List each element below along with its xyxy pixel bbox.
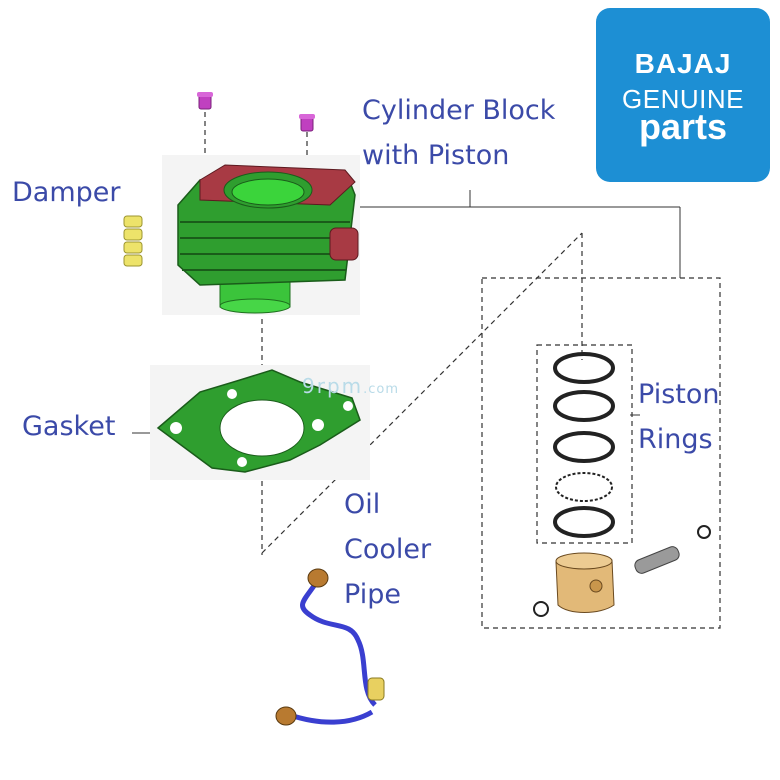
- bolt-left: [197, 92, 213, 110]
- cylinder-block-part: [162, 155, 360, 315]
- damper-label: Damper: [12, 177, 121, 208]
- gasket-label: Gasket: [22, 411, 116, 442]
- watermark-tld: .com: [363, 382, 400, 397]
- bolt-right: [299, 114, 315, 132]
- logo-parts: parts: [638, 106, 728, 147]
- oil-cooler-pipe-part: [275, 568, 385, 726]
- rings-label-line1: Piston: [638, 379, 720, 410]
- dashed-guides: [204, 112, 721, 629]
- bajaj-genuine-parts-logo: BAJAJ GENUINE parts: [596, 8, 770, 182]
- rings-label-line2: Rings: [638, 424, 713, 455]
- watermark: 9rpm.com: [302, 374, 399, 398]
- logo-sub: GENUINE: [622, 84, 744, 114]
- watermark-main: 9rpm: [302, 374, 364, 398]
- damper-part: [123, 215, 143, 267]
- gasket-part: [150, 365, 370, 480]
- oil-label-line2: Cooler: [344, 534, 432, 565]
- oil-label-line1: Oil: [344, 489, 381, 520]
- cylinder-label-line2: with Piston: [362, 140, 510, 171]
- piston-part: [533, 525, 711, 617]
- oil-label-line3: Pipe: [344, 579, 401, 610]
- logo-brand: BAJAJ: [634, 48, 732, 79]
- piston-rings-part: [553, 352, 615, 538]
- cylinder-label-line1: Cylinder Block: [362, 95, 556, 126]
